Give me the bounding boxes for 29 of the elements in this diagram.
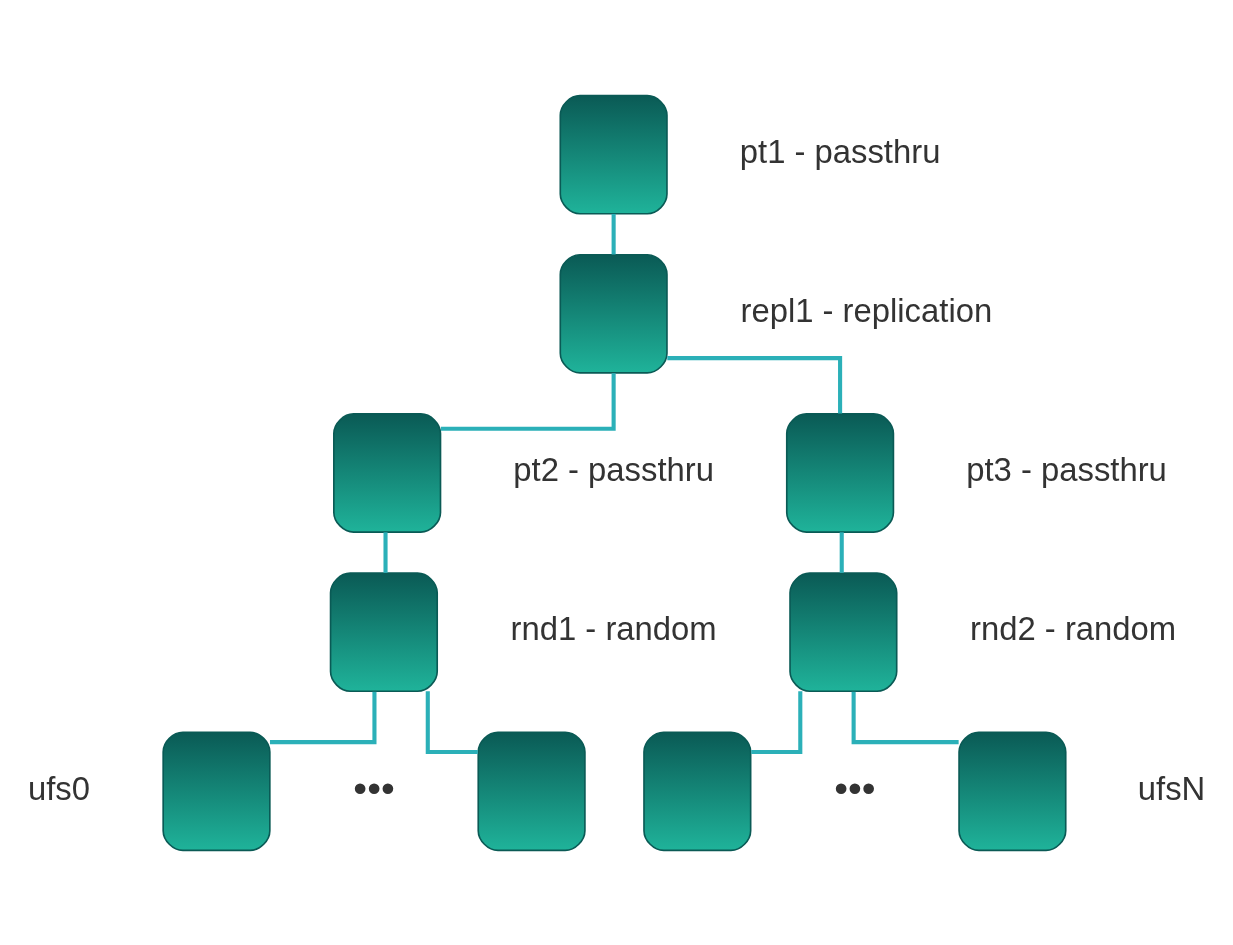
node-box	[333, 412, 442, 533]
connector	[667, 355, 843, 414]
node-box	[789, 571, 898, 692]
label: •••	[834, 765, 876, 810]
node-box	[162, 730, 271, 851]
connector	[383, 531, 388, 573]
node-label: rnd1 - random	[510, 609, 717, 647]
node-label: repl1 - replication	[740, 291, 993, 329]
node-box	[643, 730, 752, 851]
node-label: ufsN	[1137, 769, 1206, 807]
node-label: pt2 - passthru	[513, 450, 714, 488]
node-label: ufs0	[27, 769, 90, 807]
node-label: pt1 - passthru	[739, 132, 941, 170]
connector	[851, 691, 959, 744]
connector	[839, 531, 844, 573]
connector	[425, 690, 478, 754]
node-label: rnd2 - random	[970, 609, 1177, 647]
node-box	[477, 730, 586, 851]
label: •••	[353, 765, 395, 810]
node-box	[559, 253, 668, 374]
node-label: pt3 - passthru	[966, 450, 1167, 488]
connector	[751, 690, 803, 754]
node-box	[958, 730, 1067, 851]
connector	[611, 213, 616, 254]
node-box	[329, 571, 439, 692]
node-box	[785, 412, 895, 533]
connector	[270, 691, 377, 744]
connector	[440, 372, 616, 431]
node-box	[559, 94, 668, 215]
